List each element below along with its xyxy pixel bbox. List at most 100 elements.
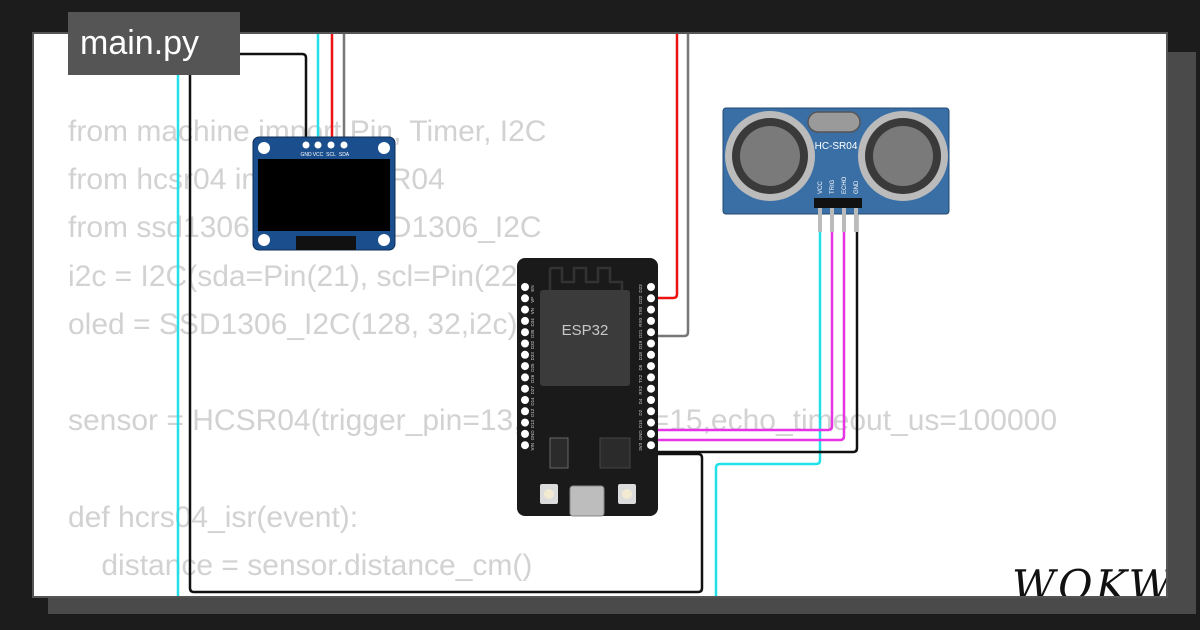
esp32-pin-label: D34 [530,318,535,327]
oled-mount-hole [378,234,390,246]
sensor-pin-label: ECHO [842,176,848,194]
oled-pin-label: VCC [313,152,324,158]
esp32-pin-d34[interactable] [521,316,529,325]
esp32-pin-label: TX2 [638,374,643,383]
esp32-pin-label: VIN [530,443,535,451]
sensor-transducer-right [858,111,948,201]
circuit-diagram[interactable]: GND VCC SCL SDA HC-SR04 VCC TRIG ECHO GN [34,34,1168,598]
esp32-pin-label: RX2 [638,385,643,394]
sensor-pin-trig[interactable] [830,208,834,232]
esp32-pin-d21[interactable] [647,328,655,337]
esp32-pin-label: D15 [638,419,643,428]
oled-pin-label: GND [300,152,312,158]
esp32-pin-gnd[interactable] [647,429,655,438]
esp32-pin-tx0[interactable] [647,305,655,314]
wire-gray-d21[interactable] [652,34,690,338]
esp32-boot-button[interactable] [618,484,636,504]
esp32-pin-label: D5 [638,364,643,370]
sensor-pin-header [814,198,862,208]
esp32-pin-vn[interactable] [521,305,529,314]
esp32-usb-port[interactable] [569,485,605,517]
esp32-en-button[interactable] [540,484,558,504]
esp32-pin-label: D12 [530,408,535,417]
esp32-module [540,290,630,386]
wire-cyan-3v3[interactable] [714,208,822,598]
esp32-pin-tx2[interactable] [647,373,655,382]
esp32-pin-d5[interactable] [647,362,655,371]
oled-pin-vcc[interactable] [314,141,322,149]
code-line: distance = sensor.distance_cm() [68,548,533,582]
esp32-pin-label: D4 [638,398,643,404]
esp32-pin-label: D33 [530,352,535,361]
sensor-pin-vcc[interactable] [818,208,822,232]
esp32-pin-label: D2 [638,409,643,415]
file-tab[interactable]: main.py [68,12,240,75]
esp32-pin-d2[interactable] [647,407,655,416]
wire-red-d22[interactable] [652,34,679,300]
esp32-pin-d35[interactable] [521,328,529,337]
esp32-pin-gnd[interactable] [521,429,529,438]
esp32-pin-vin[interactable] [521,441,529,450]
esp32-pin-label: D26 [530,374,535,383]
hcsr04-sensor[interactable]: HC-SR04 VCC TRIG ECHO GND [722,107,950,232]
esp32-pin-label: GND [638,430,643,441]
oled-pin-label: SDA [339,152,350,158]
esp32-pin-en[interactable] [521,283,529,291]
esp32-pin-d18[interactable] [647,350,655,359]
code-line: oled = SSD1306_I2C(128, 32,i2c) [68,307,518,341]
esp32-pin-label: D27 [530,386,535,395]
esp32-pin-d22[interactable] [647,294,655,303]
oled-mount-hole [378,142,390,154]
esp32-pin-d26[interactable] [521,373,529,382]
esp32-pin-rx2[interactable] [647,384,655,393]
esp32-pin-label: 3V3 [638,442,643,451]
esp32-pin-rx0[interactable] [647,316,655,325]
wire-magenta-trig[interactable] [652,208,834,432]
oled-display[interactable]: GND VCC SCL SDA [252,136,396,251]
esp32-pin-d13[interactable] [521,418,529,427]
esp32-pin-label: D21 [638,329,643,338]
esp32-pin-label: D25 [530,363,535,372]
esp32-pin-label: D14 [530,397,535,406]
esp32-pin-3v3[interactable] [647,441,655,450]
esp32-pin-d14[interactable] [521,396,529,404]
oled-pin-label: SCL [326,152,336,158]
esp32-pin-label: D13 [530,419,535,428]
esp32-pin-d19[interactable] [647,339,655,348]
esp32-pin-label: D35 [530,329,535,338]
code-line: def hcrs04_isr(event): [68,500,359,534]
esp32-pin-label: EN [530,285,535,291]
wire-black-ground-loop[interactable] [188,52,704,594]
esp32-pin-d33[interactable] [521,350,529,359]
svg-text:WOKWi: WOKWi [1012,561,1168,598]
wire-black-sensor-gnd[interactable] [652,208,859,454]
sensor-pin-label: VCC [818,181,824,194]
oled-mount-hole [258,234,270,246]
esp32-pin-d32[interactable] [521,339,529,348]
esp32-pin-d4[interactable] [647,396,655,404]
wire-magenta-echo[interactable] [652,208,846,442]
esp32-usb-chip [599,437,631,469]
esp32-right-pin-column: D23D22TX0RX0D21D19D18D5TX2RX2D4D2D15GND3… [638,283,655,451]
esp32-pin-label: D22 [638,295,643,304]
esp32-pin-label: VN [530,308,535,314]
sensor-pin-gnd[interactable] [854,208,858,232]
esp32-pin-label: D32 [530,340,535,349]
esp32-pin-vp[interactable] [521,294,529,303]
oled-pin-gnd[interactable] [302,141,310,149]
esp32-pin-d15[interactable] [647,418,655,427]
sensor-pin-label: TRIG [830,179,836,194]
esp32-board[interactable]: ESP32 ENVPVND34D35D32D33D25D26D27D14D12D… [517,258,658,517]
esp32-pin-d27[interactable] [521,384,529,393]
oled-pin-sda[interactable] [340,141,348,149]
esp32-pin-d23[interactable] [647,283,655,291]
sensor-pin-echo[interactable] [842,208,846,232]
oled-ribbon [296,236,356,250]
sensor-crystal [807,111,861,133]
esp32-left-pin-column: ENVPVND34D35D32D33D25D26D27D14D12D13GNDV… [521,283,535,450]
esp32-pin-label: D19 [638,340,643,349]
oled-pin-scl[interactable] [327,141,335,149]
esp32-pin-d12[interactable] [521,407,529,416]
esp32-pin-d25[interactable] [521,362,529,371]
